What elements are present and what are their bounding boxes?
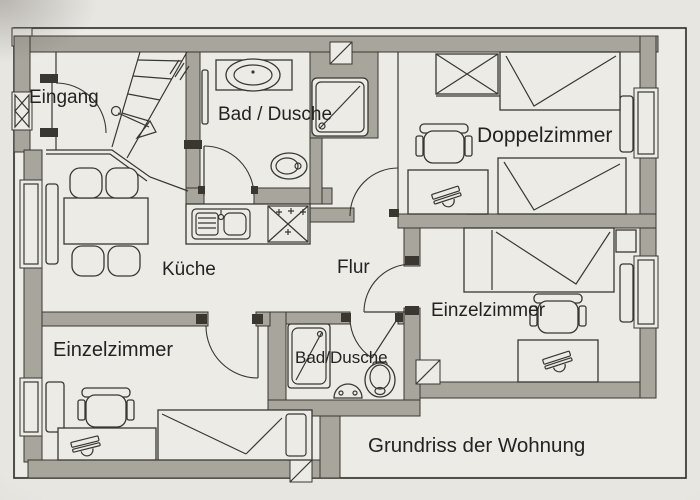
room-label-einzelzimmer-links: Einzelzimmer xyxy=(53,339,174,361)
shower-icon xyxy=(311,77,369,137)
einzelzimmer-links-furniture xyxy=(57,387,313,461)
room-label-bad-unten: Bad/Dusche xyxy=(295,348,388,367)
radiator-icon xyxy=(619,263,634,323)
einzelzimmer-rechts-furniture xyxy=(463,227,637,383)
door-swing-icon xyxy=(198,145,258,197)
room-label-bad-oben: Bad / Dusche xyxy=(218,104,333,125)
stove-icon xyxy=(267,205,309,243)
radiator-icon xyxy=(45,381,65,433)
desk-icon xyxy=(407,169,489,215)
stairs-icon xyxy=(46,51,190,192)
shaft-icon xyxy=(289,459,313,483)
chair-icon xyxy=(105,167,139,199)
door-swing-icon xyxy=(196,314,263,379)
desk-icon xyxy=(517,339,599,383)
toilet-icon xyxy=(270,152,308,180)
windows xyxy=(11,41,659,483)
chair-icon xyxy=(71,245,105,277)
door-swing-icon xyxy=(40,52,107,150)
plan-outline xyxy=(13,27,687,479)
room-label-flur: Flur xyxy=(337,257,370,278)
room-label-eingang: Eingang xyxy=(29,87,99,108)
room-label-kueche: Küche xyxy=(162,259,216,280)
window-icon xyxy=(19,377,43,437)
door-swing-icon xyxy=(363,256,419,315)
desk-icon xyxy=(57,427,157,461)
office-chair-icon xyxy=(529,293,587,334)
radiators xyxy=(45,69,634,433)
room-label-doppelzimmer: Doppelzimmer xyxy=(477,124,613,147)
bathroom-bottom-fixtures xyxy=(287,323,396,399)
window-icon xyxy=(19,179,43,269)
door-swing-icon xyxy=(349,52,399,217)
bathtub-icon xyxy=(287,323,331,389)
bed-icon xyxy=(499,51,621,111)
door-swing-icon xyxy=(341,313,403,359)
chair-icon xyxy=(107,245,141,277)
toilet-icon xyxy=(364,361,396,398)
laptop-icon xyxy=(542,350,573,373)
kitchen-counter xyxy=(185,203,311,245)
doppelzimmer-furniture xyxy=(407,51,627,215)
washbasin-icon xyxy=(225,58,281,92)
bed-icon xyxy=(463,227,615,293)
kitchen-sink-icon xyxy=(191,208,251,240)
nightstand xyxy=(615,229,637,253)
wardrobe-icon xyxy=(435,53,500,97)
radiator-icon xyxy=(201,69,209,125)
laptop-icon xyxy=(431,185,462,208)
bed-icon xyxy=(497,157,627,215)
bed-icon xyxy=(157,409,313,461)
window-icon xyxy=(11,91,33,131)
radiator-icon xyxy=(619,95,634,153)
window-icon xyxy=(633,255,659,329)
radiator-icon xyxy=(45,183,59,265)
office-chair-icon xyxy=(77,387,135,428)
office-chair-icon xyxy=(415,123,473,164)
washbasin-icon xyxy=(333,383,363,399)
plan-caption: Grundriss der Wohnung xyxy=(368,434,586,457)
laptop-icon xyxy=(70,435,101,457)
shaft-icon xyxy=(415,359,441,385)
bathroom-top-fixtures xyxy=(215,58,369,180)
chair-icon xyxy=(69,167,103,199)
doors xyxy=(40,52,419,379)
dining-table-icon xyxy=(63,197,149,245)
kitchen-furniture xyxy=(63,167,311,277)
room-label-einzelzimmer-rechts: Einzelzimmer xyxy=(431,300,546,321)
shaft-icon xyxy=(329,41,353,65)
window-icon xyxy=(633,87,659,159)
